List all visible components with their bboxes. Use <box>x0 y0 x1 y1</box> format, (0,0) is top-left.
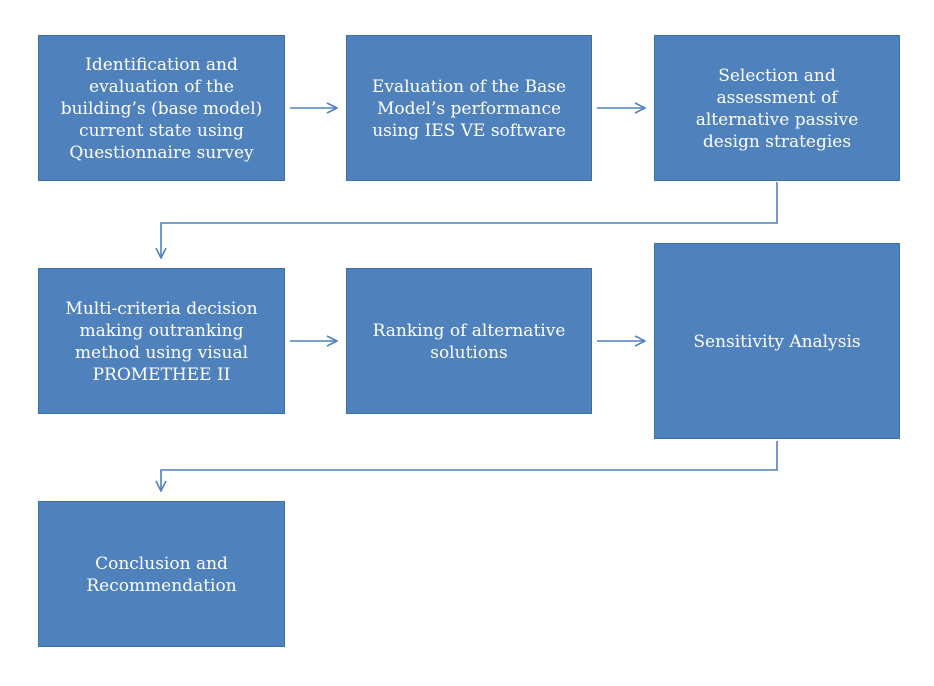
arrow-step6-to-step7 <box>161 441 778 491</box>
arrow-step3-to-step4 <box>161 182 778 258</box>
step-label-promethee: Multi-criteria decision making outrankin… <box>65 299 258 385</box>
step-box-ranking: Ranking of alternative solutions <box>346 268 592 414</box>
step-box-passive-design-strategies: Selection and assessment of alternative … <box>654 35 900 181</box>
step-box-sensitivity-analysis: Sensitivity Analysis <box>654 243 900 439</box>
step-label-conclusion: Conclusion and Recommendation <box>86 554 237 596</box>
step-box-identification: Identification and evaluation of the bui… <box>38 35 285 181</box>
step-label-sensitivity-analysis: Sensitivity Analysis <box>693 332 861 352</box>
step-label-passive-design-strategies: Selection and assessment of alternative … <box>695 66 859 152</box>
step-box-promethee: Multi-criteria decision making outrankin… <box>38 268 285 414</box>
step-label-base-model-evaluation: Evaluation of the Base Model’s performan… <box>371 77 567 141</box>
step-label-identification: Identification and evaluation of the bui… <box>60 55 263 163</box>
step-box-conclusion: Conclusion and Recommendation <box>38 501 285 647</box>
step-box-base-model-evaluation: Evaluation of the Base Model’s performan… <box>346 35 592 181</box>
step-label-ranking: Ranking of alternative solutions <box>372 321 566 363</box>
